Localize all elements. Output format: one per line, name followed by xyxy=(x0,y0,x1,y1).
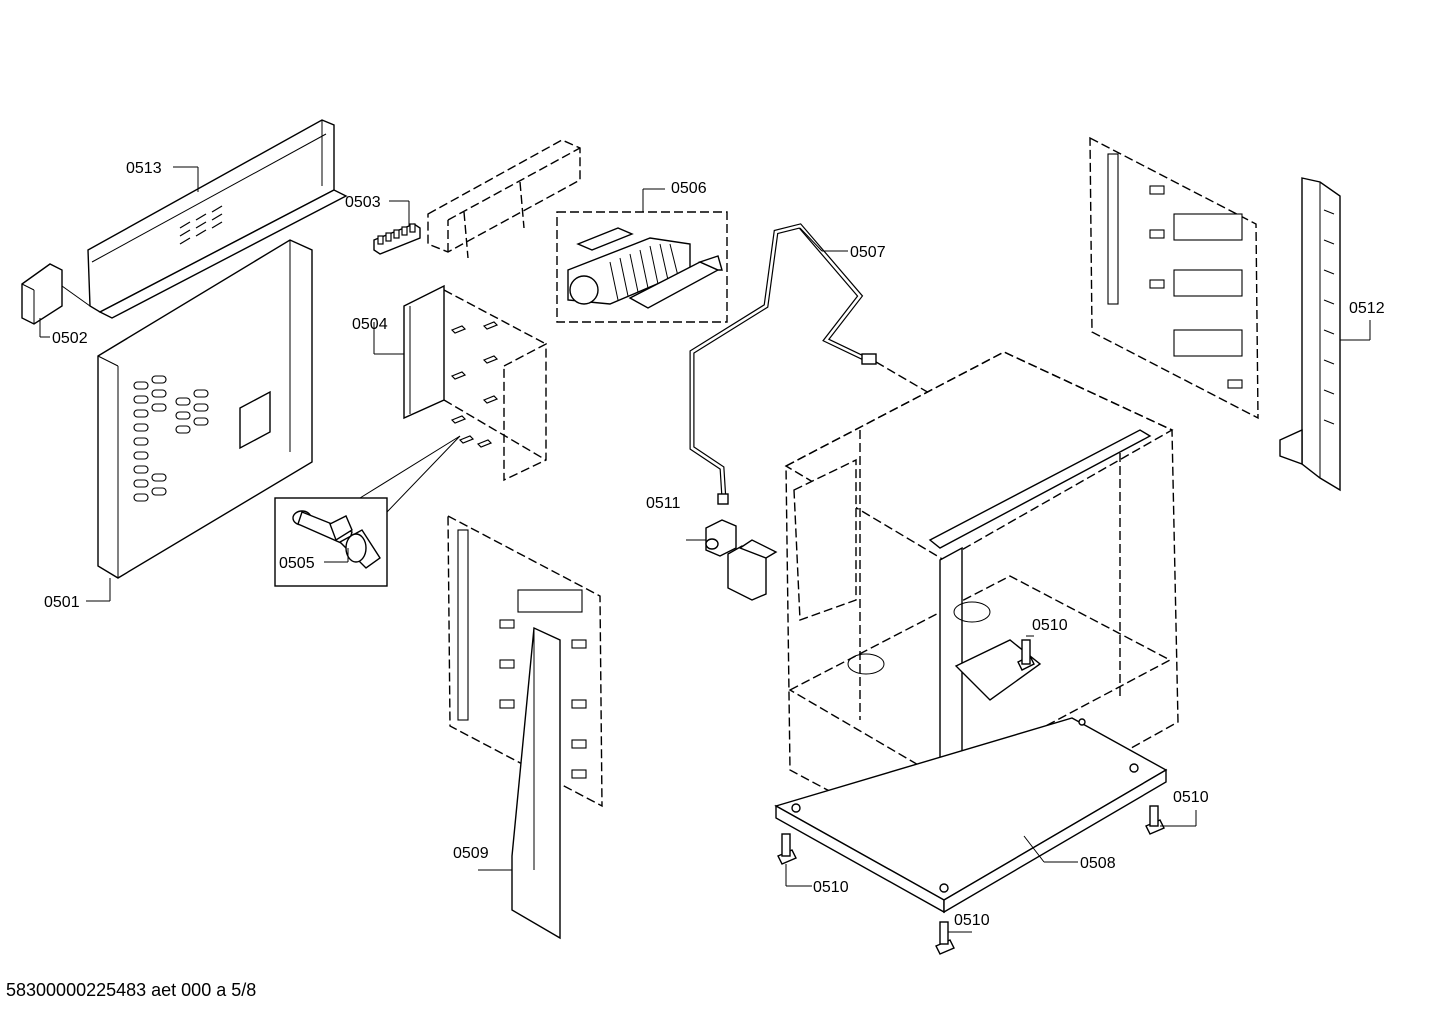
part-0511-gas-valve xyxy=(686,519,778,601)
part-0510-screw-c xyxy=(777,833,812,887)
spacer-detail-pin xyxy=(292,510,381,569)
label-0504: 0504 xyxy=(352,316,388,333)
part-0512-side-runner xyxy=(1089,136,1371,492)
spacer-pins xyxy=(450,321,499,448)
part-0509-side-panel xyxy=(447,514,603,940)
label-0510-c: 0510 xyxy=(813,879,849,896)
part-0503-terminal-block xyxy=(373,200,421,255)
base-plate xyxy=(774,717,1168,914)
part-0510-screw-b xyxy=(1145,805,1197,835)
fan-bracket xyxy=(628,255,723,309)
part-labels: 0513 0502 0501 0503 0504 0505 0506 0507 … xyxy=(44,160,1385,929)
label-0505: 0505 xyxy=(279,555,315,572)
runner-panel-slots xyxy=(1107,153,1243,389)
part-0502-bracket xyxy=(21,263,91,338)
label-0501: 0501 xyxy=(44,594,80,611)
part-0504-mounting-plate xyxy=(373,284,547,482)
label-0507: 0507 xyxy=(850,244,886,261)
label-0513: 0513 xyxy=(126,160,162,177)
part-0506-fan-motor-group xyxy=(556,188,728,323)
label-0510-d: 0510 xyxy=(954,912,990,929)
part-0501-rear-panel xyxy=(86,239,313,602)
part-0513-top-rear-panel xyxy=(87,119,348,319)
document-code: 58300000225483 aet 000 a 5/8 xyxy=(6,980,257,1000)
vent-slots-0501 xyxy=(133,375,209,502)
fan-motor xyxy=(567,227,691,305)
label-0510-a: 0510 xyxy=(1032,617,1068,634)
part-0508-main-frame xyxy=(774,351,1179,914)
dashed-air-duct xyxy=(427,139,581,259)
label-0508: 0508 xyxy=(1080,855,1116,872)
label-0510-b: 0510 xyxy=(1173,789,1209,806)
label-0502: 0502 xyxy=(52,330,88,347)
part-0505-spacer-detail xyxy=(274,435,461,587)
vent-slots-0513 xyxy=(179,205,223,245)
part-0507-gas-tube xyxy=(689,223,949,505)
part-0510-screw-d xyxy=(935,921,972,955)
label-0506: 0506 xyxy=(671,180,707,197)
label-0511: 0511 xyxy=(646,495,681,512)
label-0503: 0503 xyxy=(345,194,381,211)
label-0509: 0509 xyxy=(453,845,489,862)
label-0512: 0512 xyxy=(1349,300,1385,317)
part-0510-screw-a xyxy=(1017,635,1035,671)
side-panel-slots xyxy=(457,529,587,779)
